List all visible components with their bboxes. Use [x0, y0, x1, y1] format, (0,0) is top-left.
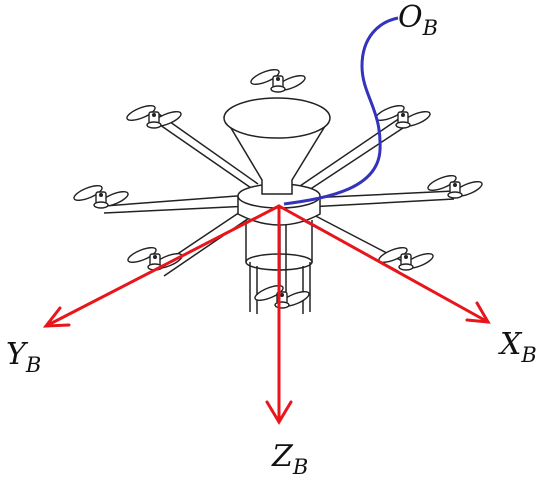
funnel-rim — [223, 97, 331, 139]
propeller-icon — [248, 66, 308, 94]
propeller-icon — [252, 282, 312, 310]
y-axis-label-subscript: B — [25, 353, 42, 377]
y-axis-label: YB — [6, 340, 41, 376]
arrowhead-icon — [465, 301, 491, 324]
x-axis-label: XB — [500, 330, 537, 366]
origin-label-subscript: B — [422, 16, 439, 40]
z-axis-label-letter: Z — [272, 439, 293, 474]
propeller-icon — [373, 102, 433, 130]
propeller-icon — [425, 172, 485, 200]
arrowhead-icon — [265, 400, 293, 425]
z-axis-label-subscript: B — [292, 455, 309, 479]
x-axis-line — [277, 204, 490, 324]
origin-label-letter: O — [398, 0, 423, 35]
body-axes — [42, 204, 491, 425]
origin-pointer-line — [283, 16, 399, 206]
funnel-hopper — [224, 117, 331, 195]
x-axis-label-subscript: B — [521, 343, 537, 367]
origin-label: OB — [398, 3, 438, 39]
y-axis-label-letter: Y — [6, 337, 26, 372]
propeller-icon — [376, 244, 436, 272]
arrowhead-icon — [42, 306, 71, 328]
landing-legs — [249, 262, 311, 314]
y-axis-line — [44, 204, 281, 328]
z-axis-label: ZB — [272, 442, 308, 478]
x-axis-label-letter: X — [500, 327, 522, 362]
